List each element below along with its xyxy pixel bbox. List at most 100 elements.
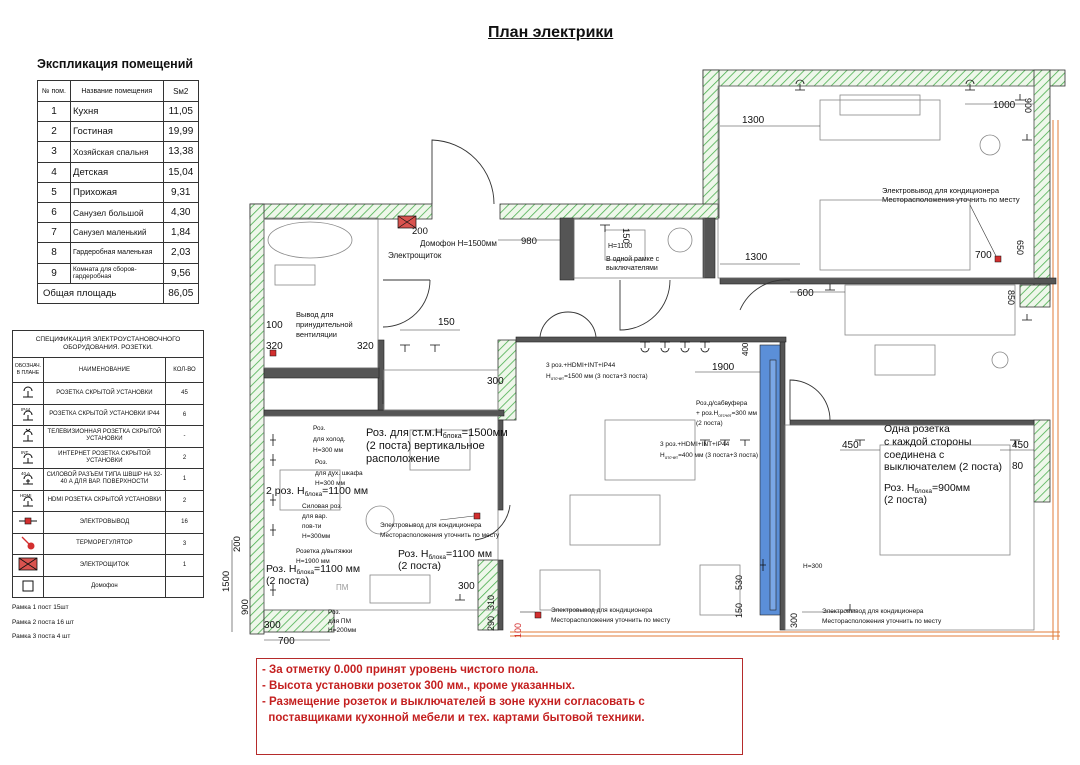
- dim-900: 900: [1023, 98, 1033, 113]
- wall-socket-label-3: расположение: [366, 453, 440, 465]
- spec-header-qty: КОЛ-ВО: [164, 357, 205, 383]
- table-row: ЭЛЕКТРОЩИТОК 1: [12, 554, 205, 577]
- ac-right-label-2: Месторасположения уточнить по месту: [822, 618, 942, 625]
- socket-1100-left-label-1: Роз. Hблока=1100 мм: [266, 563, 360, 576]
- dim-320a: 320: [266, 341, 283, 352]
- dim-530: 530: [734, 575, 744, 590]
- two-socket-label: 2 роз. Hблока=1100 мм: [266, 485, 368, 498]
- wall-socket-label-1: Роз. для ст.м.Hблока=1500мм: [366, 427, 508, 440]
- spec-header-name: НАИМЕНОВАНИЕ: [42, 357, 166, 383]
- oven-label-3: H=300 мм: [315, 480, 346, 487]
- ac-mid-label-2: Месторасположения уточнить по месту: [380, 532, 500, 539]
- vent-label-2: принудительной: [296, 320, 353, 329]
- doors: [382, 139, 831, 541]
- dim-980: 980: [521, 236, 537, 247]
- oven-label-1: Роз.: [315, 459, 328, 466]
- note-line: - Высота установки розеток 300 мм., кром…: [262, 680, 575, 692]
- dim-200: 200: [412, 226, 428, 237]
- dim-310: 310: [486, 595, 496, 610]
- hdmi-socket-icon: HDMI: [20, 493, 33, 507]
- balcony-line: [510, 120, 1060, 640]
- dim-450b: 450: [1012, 440, 1029, 451]
- page-title: План электрики: [488, 24, 614, 41]
- plan-labels: Домофон H=1500мм Электрощиток 980 200 15…: [221, 98, 1033, 647]
- sub-label-1: Роз.д/сабвуфера: [696, 399, 748, 407]
- socket-1100-right-label-1: Роз. Hблока=1100 мм: [398, 548, 492, 561]
- internet-socket-icon: INT: [21, 450, 33, 464]
- notes-box: [256, 658, 743, 755]
- dim-700a: 700: [975, 250, 992, 261]
- spec-title: СПЕЦИФИКАЦИЯ ЭЛЕКТРОУСТАНОВОЧНОГО ОБОРУД…: [12, 330, 204, 358]
- ac-mid-label-1: Электровывод для кондиционера: [380, 522, 482, 529]
- spec-header-row: ОБОЗНАЧ. В ПЛАНЕ НАИМЕНОВАНИЕ КОЛ-ВО: [12, 357, 205, 383]
- dim-1900: 1900: [712, 362, 735, 373]
- dim-100a: 100: [266, 320, 283, 331]
- socket-icons: [270, 79, 1032, 611]
- dim-300c: 300: [458, 581, 475, 592]
- table-row: ЭЛЕКТРОВЫВОД 16: [12, 511, 205, 534]
- fridge-label-1: Роз.: [313, 425, 326, 432]
- dim-300a: 300: [487, 376, 504, 387]
- h300-label: H=300: [803, 563, 823, 570]
- vent-label-3: вентиляции: [296, 330, 337, 339]
- dim-200b: 200: [232, 536, 243, 552]
- dim-80: 80: [1012, 461, 1024, 472]
- dimension-lines: [231, 103, 1034, 641]
- frames-line: Рамка 3 поста 4 шт: [12, 633, 71, 640]
- dim-300d: 300: [789, 613, 799, 628]
- cable-outlet-icon: [18, 517, 37, 525]
- dishwasher-socket-label-1: Роз.: [328, 609, 341, 616]
- socket-group-label-1: 3 роз.+HDMI+INT+IP44: [546, 362, 616, 369]
- bed-socket-label-4: выключателем (2 поста): [884, 461, 1002, 473]
- furniture: [267, 94, 1016, 616]
- dim-1300a: 1300: [742, 115, 765, 126]
- dim-400: 400: [741, 342, 750, 356]
- ac-bottom-label-1: Электровывод для кондиционера: [551, 607, 653, 614]
- oven-label-2: для дух. шкафа: [315, 470, 363, 477]
- bed-socket-label-1: Одна розетка: [884, 423, 950, 435]
- dim-700b: 700: [278, 636, 295, 647]
- cooktop-label-3: пов-ти: [302, 523, 322, 530]
- dim-150b: 150: [438, 317, 455, 328]
- hood-label-2: H=1900 мм: [296, 558, 330, 565]
- socket-icon: [22, 386, 33, 398]
- tv-socket-icon: [22, 428, 33, 442]
- bed-height-label-1: Роз. Hблока=900мм: [884, 482, 970, 495]
- fridge-label-2: для холод.: [313, 436, 346, 443]
- ac-top-label-1: Электровывод для кондиционера: [882, 186, 1000, 195]
- dishwasher-label: ПМ: [336, 583, 349, 592]
- socket-1100-left-label-2: (2 поста): [266, 575, 309, 587]
- wall-socket-label-2: (2 поста) вертикальное: [366, 440, 485, 452]
- spec-item-qty: [164, 575, 205, 598]
- dim-320b: 320: [357, 341, 374, 352]
- dim-900b: 900: [240, 599, 251, 615]
- electric-panel-icon: [18, 557, 38, 571]
- bed-socket-label-2: с каждой стороны: [884, 436, 971, 448]
- vent-label-1: Вывод для: [296, 310, 334, 319]
- note-line: поставщиками кухонной мебели и тех. карт…: [262, 712, 645, 724]
- cooktop-label-2: для вар.: [302, 513, 328, 520]
- note-line: - За отметку 0.000 принят уровень чистог…: [262, 664, 539, 676]
- thermostat-icon: [21, 536, 35, 550]
- dim-100b: 100: [513, 623, 523, 638]
- spec-item-name: Домофон: [42, 575, 166, 598]
- dim-1300b: 1300: [745, 252, 768, 263]
- frames-line: Рамка 2 поста 16 шт: [12, 619, 74, 626]
- dim-150c: 150: [734, 603, 744, 618]
- socket-1100-right-label-2: (2 поста): [398, 560, 441, 572]
- note-line: - Размещение розеток и выключателей в зо…: [262, 696, 645, 708]
- room-name: Санузел маленький: [70, 222, 164, 244]
- dim-1000: 1000: [993, 100, 1016, 111]
- intercom-icon: [22, 580, 34, 592]
- ac-bottom-label-2: Месторасположения уточнить по месту: [551, 617, 671, 624]
- panel-label: Электрощиток: [388, 251, 442, 260]
